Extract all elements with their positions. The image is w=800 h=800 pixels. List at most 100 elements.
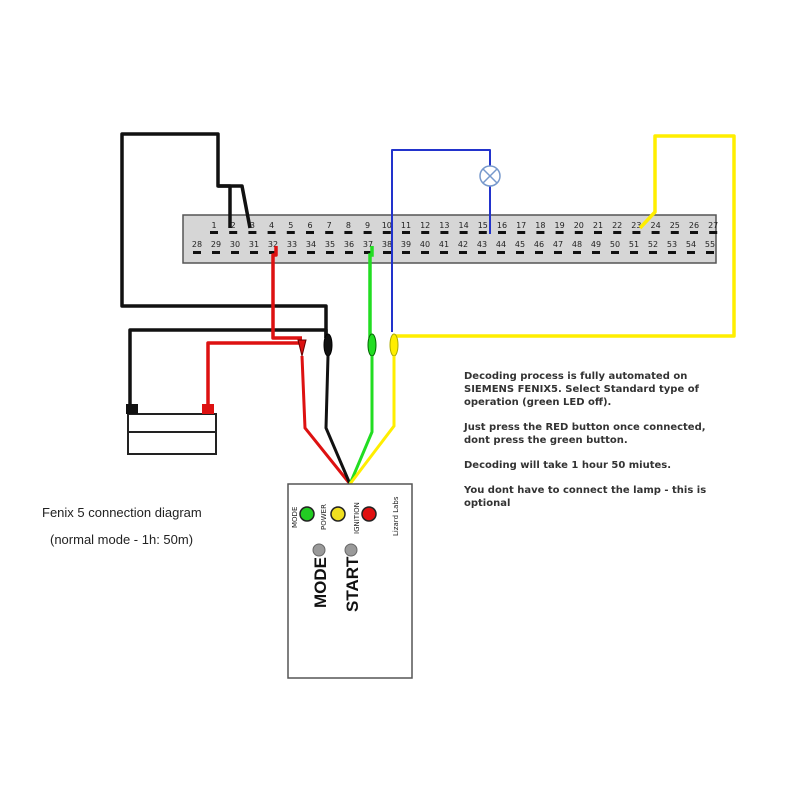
pin-contact (459, 251, 467, 254)
pin-label: 43 (477, 240, 487, 249)
pin-label: 45 (515, 240, 525, 249)
pin-contact (536, 231, 545, 234)
pin-label: 34 (306, 240, 316, 249)
pin-label: 11 (401, 221, 411, 230)
ignition-led (361, 506, 377, 522)
mode-button-label: MODE (311, 557, 330, 608)
pin-label: 35 (325, 240, 335, 249)
device-leads (300, 355, 396, 485)
pin-contact (632, 231, 641, 234)
note-lamp-optional: You dont have to connect the lamp - this… (464, 485, 707, 509)
pin-contact (478, 251, 486, 254)
pin-label: 44 (496, 240, 506, 249)
pin-label: 7 (327, 221, 332, 230)
pin-label: 54 (686, 240, 696, 249)
pin-label: 47 (553, 240, 563, 249)
pin-label: 10 (382, 221, 392, 230)
pin-label: 4 (269, 221, 274, 230)
pin-label: 14 (459, 221, 469, 230)
pin-contact (269, 251, 277, 254)
pin-label: 29 (211, 240, 221, 249)
pin-label: 16 (497, 221, 507, 230)
pin-contact (573, 251, 581, 254)
mode-button[interactable] (312, 543, 326, 557)
pin-contact (326, 251, 334, 254)
pin-label: 17 (516, 221, 526, 230)
pin-contact (517, 231, 526, 234)
pin-contact (248, 231, 257, 234)
pin-contact (286, 231, 295, 234)
pin-label: 30 (230, 240, 240, 249)
pin-contact (574, 231, 583, 234)
pin-label: 1 (211, 221, 216, 230)
pin-label: 49 (591, 240, 601, 249)
pin-contact (706, 251, 714, 254)
pin-contact (306, 231, 314, 234)
pin-label: 41 (439, 240, 449, 249)
blue-wire (391, 149, 491, 332)
pin-contact (670, 231, 679, 234)
pin-contact (383, 251, 391, 254)
pin-contact (212, 251, 220, 254)
note-duration: Decoding will take 1 hour 50 miutes. (464, 460, 672, 471)
red-wire (206, 246, 302, 410)
pin-label: 36 (344, 240, 354, 249)
pin-contact (193, 251, 201, 254)
pin-label: 31 (249, 240, 259, 249)
diagram-title: Fenix 5 connection diagram (42, 505, 202, 520)
pin-label: 52 (648, 240, 658, 249)
pin-label: 26 (689, 221, 699, 230)
pin-label: 2 (231, 221, 236, 230)
pin-label: 42 (458, 240, 468, 249)
pin-label: 12 (420, 221, 430, 230)
pin-label: 51 (629, 240, 639, 249)
diagram-subtitle: (normal mode - 1h: 50m) (50, 532, 194, 547)
power-led (330, 506, 346, 522)
pin-contact (363, 231, 372, 234)
pin-contact (690, 231, 698, 234)
pin-label: 32 (268, 240, 278, 249)
pin-contact (325, 231, 334, 234)
pin-label: 15 (478, 221, 488, 230)
pin-label: 3 (250, 221, 255, 230)
pin-label: 13 (439, 221, 449, 230)
pin-contact (307, 251, 315, 254)
pin-contact (630, 251, 638, 254)
pin-label: 18 (535, 221, 545, 230)
pin-label: 25 (670, 221, 680, 230)
pin-contact (592, 251, 600, 254)
battery-icon (126, 404, 217, 455)
note-red-button: Just press the RED button once connected… (464, 422, 706, 446)
pin-contact (497, 251, 505, 254)
pin-contact (288, 251, 296, 254)
pin-contact (535, 251, 543, 254)
pin-contact (611, 251, 619, 254)
pin-label: 6 (307, 221, 312, 230)
pin-contact (229, 231, 238, 234)
pin-contact (649, 251, 657, 254)
pin-label: 24 (651, 221, 661, 230)
pin-label: 46 (534, 240, 544, 249)
pin-contact (554, 251, 562, 254)
pin-contact (210, 231, 218, 234)
pin-contact (709, 231, 718, 234)
instructions-text: Decoding process is fully automated on S… (464, 370, 724, 522)
start-button[interactable] (344, 543, 358, 557)
pin-contact (440, 231, 449, 234)
black-wire (120, 132, 328, 410)
pin-label: 50 (610, 240, 620, 249)
pin-contact (267, 231, 276, 234)
pin-contact (594, 231, 602, 234)
pin-label: 48 (572, 240, 582, 249)
pin-contact (613, 231, 622, 234)
green-wire (368, 246, 374, 338)
pin-contact (440, 251, 448, 254)
pin-label: 27 (708, 221, 718, 230)
pin-contact (402, 251, 410, 254)
pin-contact (555, 231, 564, 234)
pin-contact (421, 251, 429, 254)
pin-label: 8 (346, 221, 351, 230)
